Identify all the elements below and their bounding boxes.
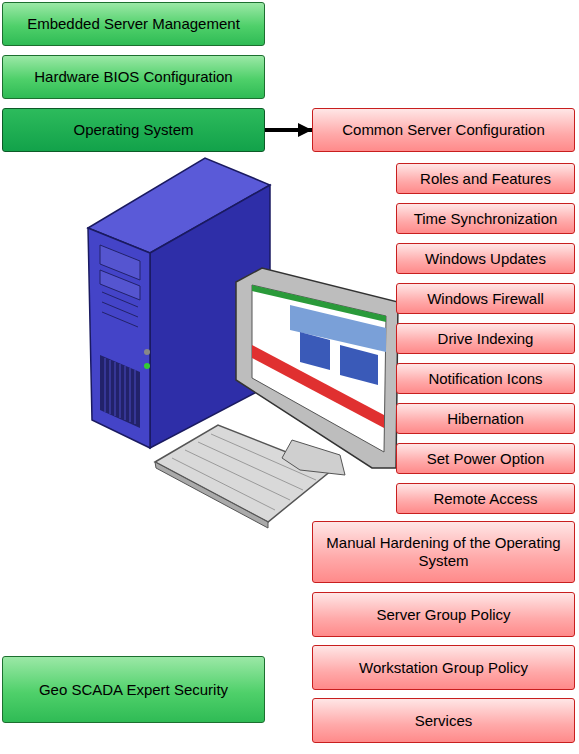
config-box: Services: [312, 698, 575, 743]
tower-front: [88, 228, 150, 448]
drive-bay: [100, 270, 140, 300]
config-box: Windows Updates: [396, 243, 575, 274]
box-label: Drive Indexing: [438, 330, 534, 348]
box-label: Geo SCADA Expert Security: [39, 681, 228, 699]
config-box: Notification Icons: [396, 363, 575, 394]
layer-box: Hardware BIOS Configuration: [2, 55, 265, 99]
config-box: Roles and Features: [396, 163, 575, 194]
config-box: Workstation Group Policy: [312, 645, 575, 690]
keyboard-edge: [155, 462, 268, 528]
box-label: Windows Updates: [425, 250, 546, 268]
box-label: Manual Hardening of the Operating System: [319, 534, 568, 570]
config-box: Hibernation: [396, 403, 575, 434]
monitor-screen: [252, 285, 386, 452]
monitor-bezel: [236, 268, 398, 468]
box-label: Workstation Group Policy: [359, 659, 528, 677]
vent-grille: [100, 355, 140, 428]
config-box: Time Synchronization: [396, 203, 575, 234]
layer-box: Operating System: [2, 108, 265, 152]
box-label: Notification Icons: [428, 370, 542, 388]
config-box: Server Group Policy: [312, 592, 575, 637]
vent-lines: [105, 358, 135, 424]
box-label: Server Group Policy: [376, 606, 510, 624]
power-led: [144, 363, 150, 369]
box-label: Roles and Features: [420, 170, 551, 188]
config-box: Set Power Option: [396, 443, 575, 474]
config-box: Remote Access: [396, 483, 575, 514]
box-label: Hardware BIOS Configuration: [34, 68, 232, 86]
screen-panel: [340, 345, 378, 385]
layer-box: Geo SCADA Expert Security: [2, 656, 265, 723]
power-button: [144, 349, 150, 355]
box-label: Remote Access: [433, 490, 537, 508]
layer-box: Embedded Server Management: [2, 2, 265, 46]
config-box: Drive Indexing: [396, 323, 575, 354]
config-box: Common Server Configuration: [312, 108, 575, 152]
config-box: Manual Hardening of the Operating System: [312, 521, 575, 583]
box-label: Hibernation: [447, 410, 524, 428]
screen-panel: [300, 332, 330, 370]
box-label: Services: [415, 712, 473, 730]
box-label: Operating System: [73, 121, 193, 139]
arrow-connector: [265, 128, 312, 132]
screen-alarm-band: [252, 345, 384, 428]
box-label: Windows Firewall: [427, 290, 544, 308]
bay-line: [102, 312, 138, 327]
keyboard: [155, 425, 332, 522]
box-label: Time Synchronization: [414, 210, 558, 228]
config-box: Windows Firewall: [396, 283, 575, 314]
box-label: Set Power Option: [427, 450, 545, 468]
box-label: Embedded Server Management: [27, 15, 240, 33]
box-label: Common Server Configuration: [342, 121, 545, 139]
